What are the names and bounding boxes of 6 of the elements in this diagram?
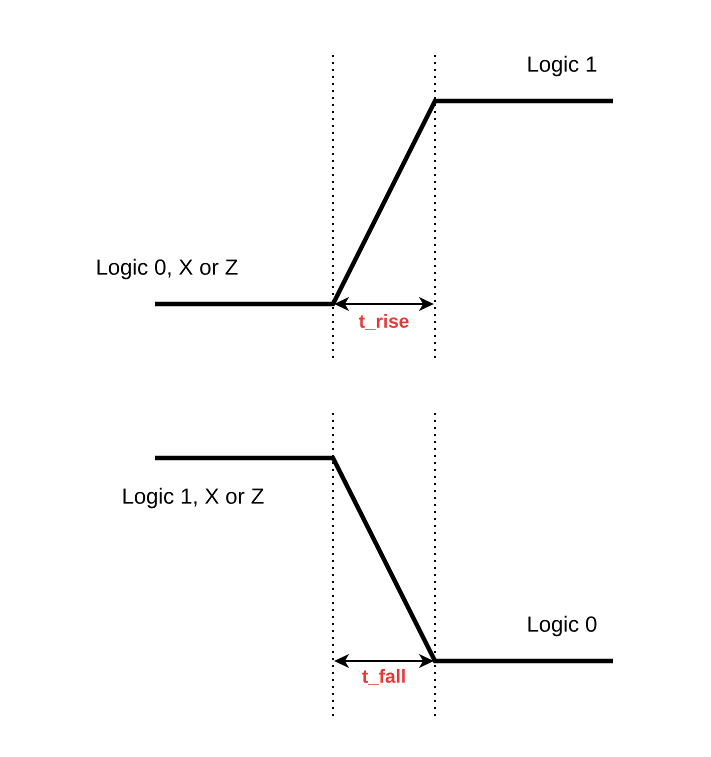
level-label: Logic 1 xyxy=(528,56,596,76)
level-label: Logic 1, X or Z xyxy=(124,488,264,508)
timing-label: t_fall xyxy=(362,668,405,686)
level-label: Logic 0 xyxy=(528,616,596,636)
level-label: Logic 0, X or Z xyxy=(98,258,238,280)
timing-label: t_rise xyxy=(358,314,409,330)
